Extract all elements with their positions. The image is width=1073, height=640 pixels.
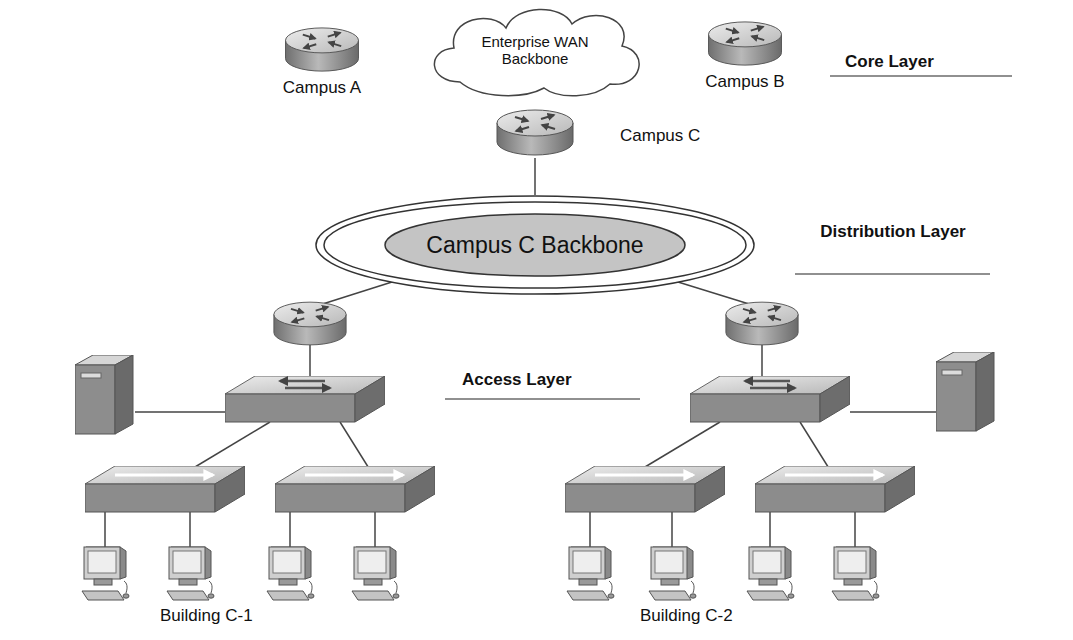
switch-icon [225, 376, 385, 422]
pc-icon [649, 547, 696, 600]
router-icon [709, 22, 782, 65]
router-icon [726, 302, 798, 345]
router-icon [286, 28, 359, 71]
router-outline [283, 26, 361, 74]
ring-outline [316, 196, 754, 294]
pc-icon [82, 547, 129, 600]
building-label: Building C-2 [640, 606, 733, 626]
pc-icon [747, 547, 794, 600]
backbone-core [385, 214, 685, 276]
router-icon [274, 302, 346, 345]
campus-router: Campus C [495, 108, 575, 158]
layer-label: Core Layer [845, 52, 934, 72]
hub-icon [755, 466, 915, 512]
pc-icon [567, 547, 614, 600]
node-label: Campus B [705, 72, 784, 92]
pc-icon [832, 547, 879, 600]
router-outline [705, 20, 785, 68]
core-router: Campus B [705, 20, 785, 68]
hub-icon [275, 466, 435, 512]
network-link [534, 158, 536, 195]
layer-label: Distribution Layer [808, 222, 978, 242]
node-label: Enterprise WAN Backbone [465, 33, 605, 68]
switch-icon [690, 376, 850, 422]
node-label: Campus A [283, 78, 361, 98]
pc-icon [167, 547, 214, 600]
router-icon [497, 110, 573, 155]
cloud-outline [434, 9, 639, 95]
pc-icon [352, 547, 399, 600]
node-label: Campus C Backbone [426, 232, 643, 258]
network-wires [105, 282, 936, 548]
pc-icon [267, 547, 314, 600]
wan-cloud: Enterprise WAN Backbone [420, 0, 650, 100]
hub-icon [85, 466, 245, 512]
layer-label: Access Layer [462, 370, 572, 390]
server-icon [75, 355, 133, 434]
node-label: Campus C [620, 126, 700, 146]
router-outline [495, 108, 575, 158]
ring-outline [324, 202, 746, 288]
server-icon [936, 352, 994, 431]
core-router: Campus A [283, 26, 361, 74]
backbone-ring: Campus C Backbone [315, 195, 755, 295]
hub-icon [565, 466, 725, 512]
building-label: Building C-1 [160, 606, 253, 626]
